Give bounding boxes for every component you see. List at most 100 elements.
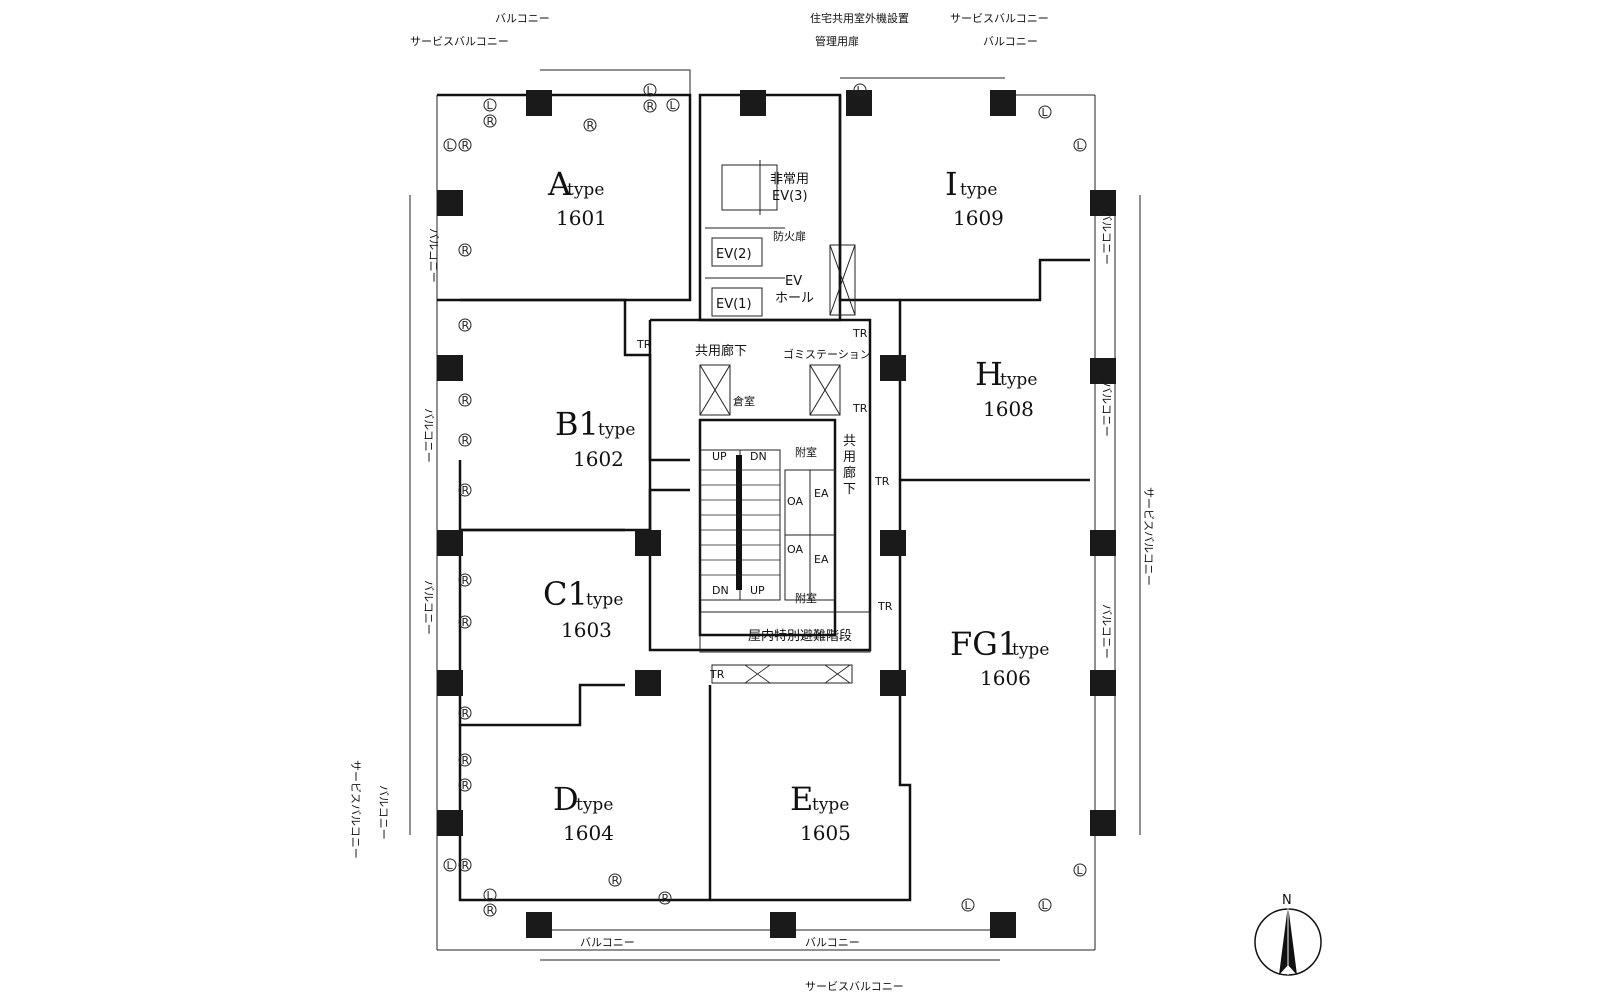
common-corridor-label: 共用廊下 [695, 343, 747, 359]
unit-e-label: E type 1605 [790, 780, 851, 845]
unit-a-label: A type 1601 [547, 165, 607, 230]
unit-number: 1602 [573, 447, 624, 471]
unit-fg1-label: FG1 type 1606 [950, 625, 1049, 690]
balcony-label: バルコニー [983, 35, 1038, 48]
fixture-symbol-letter: R [612, 874, 620, 887]
fixture-symbol-letter: R [462, 244, 470, 257]
unit-number: 1603 [561, 618, 612, 642]
fixture-symbol-letter: R [462, 616, 470, 629]
fixture-symbol-letter: R [487, 904, 495, 917]
service-balcony-label: サービスバルコニー [410, 35, 509, 48]
vertical-corridor: 共用廊下 [843, 434, 856, 497]
unit-letter: FG1 [950, 625, 1018, 663]
core-labels: 住宅共用室外機設置 管理用扉 非常用 EV(3) EV(2) EV(1) 防火扉… [636, 11, 909, 681]
fixture-symbol-letter: L [670, 99, 677, 112]
fixture-symbol-circle [961, 898, 975, 912]
stair-dn-label: DN [750, 450, 767, 463]
fixture-symbol-letter: L [857, 84, 864, 97]
fixture-symbol-letter: R [462, 574, 470, 587]
fixture-symbol-circle [1038, 898, 1052, 912]
fixture-symbol-circle [458, 393, 472, 407]
fixture-symbol-letter: L [447, 859, 454, 872]
unit-suffix: type [1012, 640, 1049, 660]
fixture-symbol-letter: L [1042, 899, 1049, 912]
unit-letter: D [553, 780, 579, 818]
fixture-symbol-circle [458, 573, 472, 587]
fixture-symbol-letter: R [462, 319, 470, 332]
unit-suffix: type [598, 420, 635, 440]
fixture-symbol-letter: L [965, 899, 972, 912]
fixture-symbol-letter: R [462, 434, 470, 447]
tr-label: TR [852, 402, 868, 415]
unit-d-label: D type 1604 [553, 780, 614, 845]
ev2-label: EV(2) [716, 247, 752, 262]
fixture-symbol-circle [483, 903, 497, 917]
stair-up-label: UP [750, 584, 765, 597]
outdoor-unit-label: 住宅共用室外機設置 [810, 11, 909, 25]
balcony-label: バルコニー [1100, 210, 1113, 265]
fixture-symbol-circle [443, 138, 457, 152]
unit-letter: C1 [543, 575, 588, 613]
fixture-symbol-letter: R [462, 707, 470, 720]
tr-label: TR [852, 327, 868, 340]
ev3-label: EV(3) [772, 189, 808, 204]
balcony-label: バルコニー [805, 936, 860, 949]
fixture-symbol-letter: R [662, 892, 670, 905]
fixture-symbol-circle [458, 753, 472, 767]
fixture-symbol-circle [483, 98, 497, 112]
balcony-labels: バルコニー サービスバルコニー サービスバルコニー バルコニー バルコニー バル… [349, 12, 1155, 993]
ea-label: EA [814, 487, 829, 500]
fixture-symbol-letter: L [647, 84, 654, 97]
balcony-label: バルコニー [422, 580, 435, 635]
ev-hall-label: ホール [775, 291, 814, 306]
unit-letter: H [975, 355, 1003, 393]
evac-stair-label: 屋内特別避難階段 [748, 628, 852, 644]
unit-number: 1608 [983, 397, 1034, 421]
fixture-symbol-circle [608, 873, 622, 887]
fixture-symbol-circle [458, 483, 472, 497]
fixture-symbol-letter: L [447, 139, 454, 152]
service-balcony-label: サービスバルコニー [1142, 487, 1155, 586]
unit-number: 1609 [953, 206, 1004, 230]
service-balcony-label: サービスバルコニー [805, 980, 904, 993]
unit-letter: I [945, 165, 958, 203]
storage-label: 倉室 [733, 394, 755, 408]
fixture-symbol-circle [583, 118, 597, 132]
balcony-label: バルコニー [377, 785, 390, 840]
balcony-label: バルコニー [427, 228, 440, 283]
unit-number: 1605 [800, 821, 851, 845]
fixture-symbol-circle [1038, 105, 1052, 119]
fixture-symbol-letter: R [462, 754, 470, 767]
north-arrow: N [1254, 893, 1322, 976]
fixture-symbol-letter: L [487, 99, 494, 112]
unit-b1-label: B1 type 1602 [555, 405, 635, 471]
fixture-symbol-circle [458, 858, 472, 872]
fixture-symbol-letter: L [1077, 139, 1084, 152]
unit-i-label: I type 1609 [945, 165, 1004, 230]
oa-label: OA [787, 495, 803, 508]
fixture-symbol-letter: L [1077, 864, 1084, 877]
unit-c1-label: C1 type 1603 [543, 575, 623, 642]
fixture-symbol-circle [1073, 863, 1087, 877]
management-door-label: 管理用扉 [815, 34, 859, 48]
fixture-symbol-circle [853, 83, 867, 97]
structural-columns [437, 90, 1116, 938]
unit-number: 1604 [563, 821, 614, 845]
balcony-label: バルコニー [1100, 604, 1113, 659]
emergency-ev-label: 非常用 [770, 172, 809, 187]
unit-walls [437, 93, 1090, 902]
fixture-symbol-circle [458, 706, 472, 720]
unit-h-label: H type 1608 [975, 355, 1037, 421]
fixture-symbol-circle [643, 99, 657, 113]
fixture-symbol-circle [643, 83, 657, 97]
fixture-symbol-circle [666, 98, 680, 112]
fixture-symbol-letter: R [462, 779, 470, 792]
balcony-label: バルコニー [495, 12, 550, 25]
stair-up-label: UP [712, 450, 727, 463]
annex-room-label: 附室 [795, 591, 817, 605]
fixture-symbol-letter: R [587, 119, 595, 132]
unit-letter: B1 [555, 405, 599, 443]
fixture-symbol-circle [458, 778, 472, 792]
